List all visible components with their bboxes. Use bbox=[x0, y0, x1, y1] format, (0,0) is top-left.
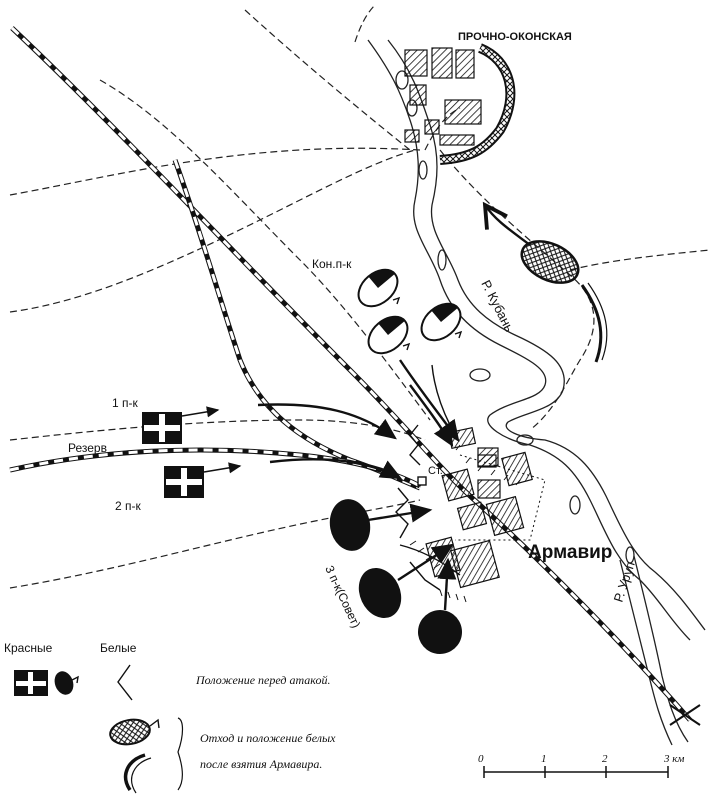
scale-bar: 0 1 2 3 км bbox=[478, 753, 684, 778]
legend-whites-label: Белые bbox=[100, 641, 137, 655]
white-retreat bbox=[482, 201, 608, 363]
red-regiment-2 bbox=[164, 462, 242, 498]
legend-before-attack: Положение перед атакой. bbox=[195, 673, 330, 687]
scale-tick-2: 2 bbox=[602, 753, 608, 765]
label-regiment-3: 3 п-к(Совет) bbox=[322, 563, 363, 630]
label-cavalry: Кон.п-к bbox=[312, 257, 352, 271]
legend-brace bbox=[177, 717, 184, 791]
river-kuban bbox=[367, 39, 706, 641]
legend-white-arc-symbol bbox=[123, 753, 152, 794]
white-positions bbox=[395, 364, 521, 603]
red-cavalry-regiment bbox=[357, 268, 463, 448]
legend-white-zigzag-symbol bbox=[117, 664, 133, 701]
scale-tick-0: 0 bbox=[478, 753, 484, 765]
legend-red-square-symbol bbox=[14, 670, 48, 696]
label-regiment-1: 1 п-к bbox=[112, 396, 139, 410]
legend-reds-label: Красные bbox=[4, 641, 53, 655]
label-prochno-okonskaya: ПРОЧНО-ОКОНСКАЯ bbox=[458, 31, 572, 43]
city-armavir bbox=[417, 426, 546, 589]
red-regiment-3 bbox=[329, 499, 462, 654]
roads bbox=[9, 4, 711, 589]
legend: Красные Белые Положение перед атакой. От… bbox=[4, 641, 336, 794]
red-advance-arrows bbox=[257, 403, 403, 480]
village-prochno-okonskaya bbox=[404, 43, 516, 165]
legend-retreat-line1: Отход и положение белых bbox=[200, 731, 336, 745]
legend-white-oval-symbol bbox=[109, 718, 160, 746]
scale-tick-3: 3 км bbox=[663, 753, 684, 765]
label-regiment-2: 2 п-к bbox=[115, 499, 142, 513]
label-armavir: Армавир bbox=[528, 542, 612, 563]
railways bbox=[9, 26, 701, 726]
legend-red-oval-symbol bbox=[54, 671, 79, 695]
scale-tick-1: 1 bbox=[541, 753, 547, 765]
label-river-urup: Р. Уруп bbox=[611, 560, 638, 604]
legend-retreat-line2: после взятия Армавира. bbox=[200, 757, 322, 771]
label-reserve: Резерв bbox=[68, 441, 107, 455]
red-regiment-1 bbox=[142, 406, 220, 444]
label-station: Ст. bbox=[428, 465, 443, 477]
